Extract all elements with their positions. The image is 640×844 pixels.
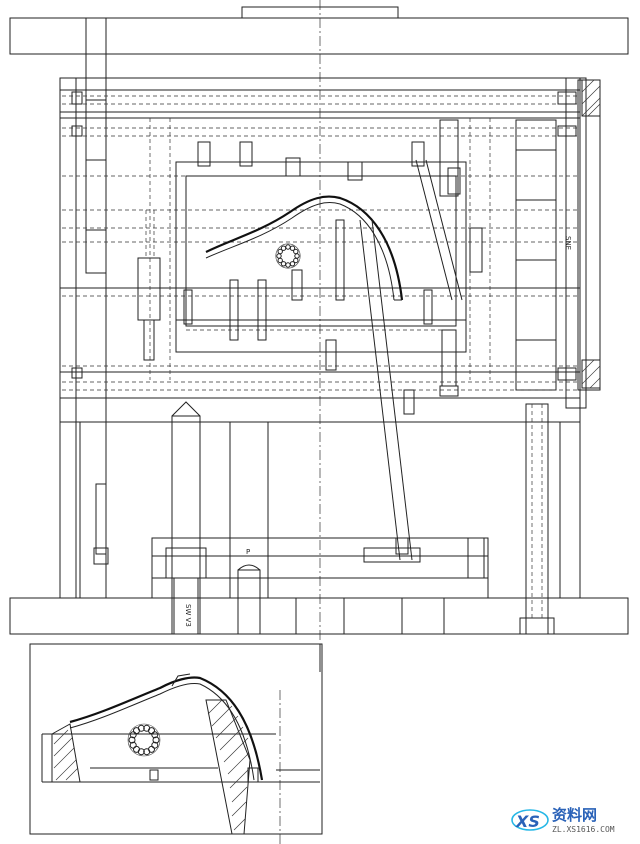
- pins: [71, 91, 577, 415]
- bottom-clamp-plate: [9, 597, 629, 635]
- cooling-hole: [148, 727, 155, 735]
- mold-body: [59, 17, 601, 599]
- cavity-block: [175, 119, 467, 353]
- cooling-hole: [277, 257, 283, 264]
- watermark-title: 资料网: [552, 806, 597, 824]
- cooling-ring-outline: [127, 723, 161, 757]
- cooling-circle-detail: [127, 723, 161, 757]
- cooling-hole: [293, 257, 299, 264]
- rotated-mark-right: SNE: [564, 236, 572, 250]
- cooling-hole: [151, 741, 159, 749]
- rotated-mark-left: SW V3: [184, 604, 192, 627]
- angled-lifter: [359, 159, 463, 563]
- detail-view: [29, 643, 323, 844]
- cooling-hole: [280, 261, 287, 267]
- cooling-hole: [289, 245, 296, 251]
- watermark-url: ZL.XS1616.COM: [552, 825, 615, 834]
- cooling-hole: [152, 736, 160, 744]
- hidden-lines: [62, 95, 578, 391]
- xs-logo-icon: XS: [511, 809, 549, 831]
- cooling-hole: [129, 731, 137, 739]
- cooling-hole: [293, 248, 299, 255]
- logo-letters: XS: [515, 812, 540, 831]
- cooling-hole: [285, 244, 291, 250]
- cooling-hole: [285, 262, 291, 268]
- molded-part-main: [205, 195, 404, 301]
- cooling-circle-main: [275, 243, 301, 269]
- cooling-ring-outline: [275, 243, 301, 269]
- cooling-hole: [129, 741, 137, 749]
- cooling-hole: [294, 253, 300, 259]
- pin-mark: P: [246, 548, 250, 556]
- watermark: XS 资料网 ZL.XS1616.COM: [511, 806, 615, 834]
- cooling-hole: [137, 724, 145, 732]
- cooling-hole: [143, 748, 151, 756]
- cooling-hole: [289, 261, 296, 267]
- top-clamp-plate: [9, 6, 629, 55]
- cooling-hole: [277, 248, 283, 255]
- cooling-hole: [151, 731, 159, 739]
- cooling-hole: [133, 745, 140, 753]
- cooling-hole: [276, 253, 282, 259]
- cooling-hole: [128, 736, 136, 744]
- cooling-hole: [280, 245, 287, 251]
- hatched-bushings: [581, 79, 601, 389]
